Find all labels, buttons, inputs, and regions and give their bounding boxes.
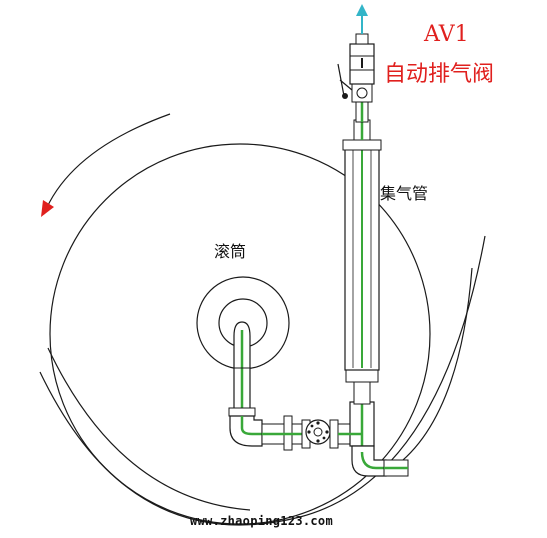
tee-fitting	[337, 400, 375, 452]
flange	[301, 419, 339, 449]
rotation-direction-arrow	[43, 113, 171, 215]
drum-outline	[49, 143, 431, 525]
vent-outlet-arrow	[356, 4, 368, 34]
automatic-air-vent-av1	[349, 33, 375, 85]
ball-valve	[337, 63, 373, 103]
horizontal-pipe	[261, 415, 303, 451]
rotation-arrowhead	[41, 200, 54, 217]
gas-collector-label: 集气管	[380, 184, 429, 203]
discharge-elbow	[228, 407, 285, 447]
gas-collector-tube	[342, 99, 382, 405]
siphon-pipe	[233, 321, 251, 411]
outer-casing-arc-right	[392, 267, 473, 469]
valve-description: 自动排气阀	[384, 62, 495, 87]
outer-casing-arc-inner	[47, 347, 251, 511]
drum-label: 滚筒	[214, 242, 247, 261]
watermark-url: www.zhaoping123.com	[190, 514, 333, 528]
drain-connection	[351, 445, 409, 477]
outer-casing-arc	[39, 235, 486, 526]
valve-tag: AV1	[424, 22, 469, 47]
